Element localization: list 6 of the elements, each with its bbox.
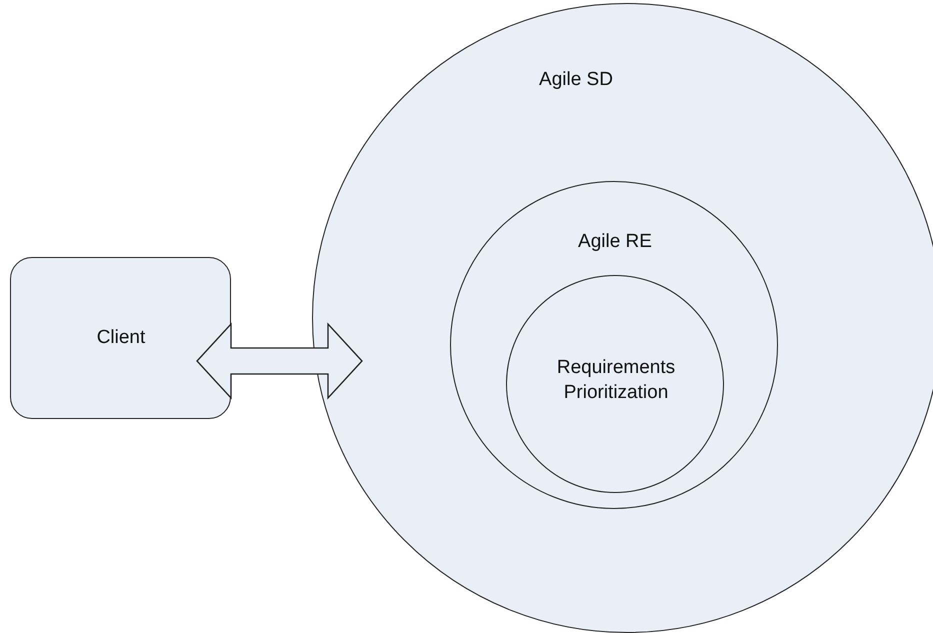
node-label: Client [96, 326, 146, 350]
node-label: Agile SD [538, 68, 614, 92]
node-label: Requirements Prioritization [556, 356, 676, 405]
rounded-box [10, 257, 231, 419]
node-label: Agile RE [577, 230, 653, 254]
double-block-arrow [196, 322, 363, 400]
